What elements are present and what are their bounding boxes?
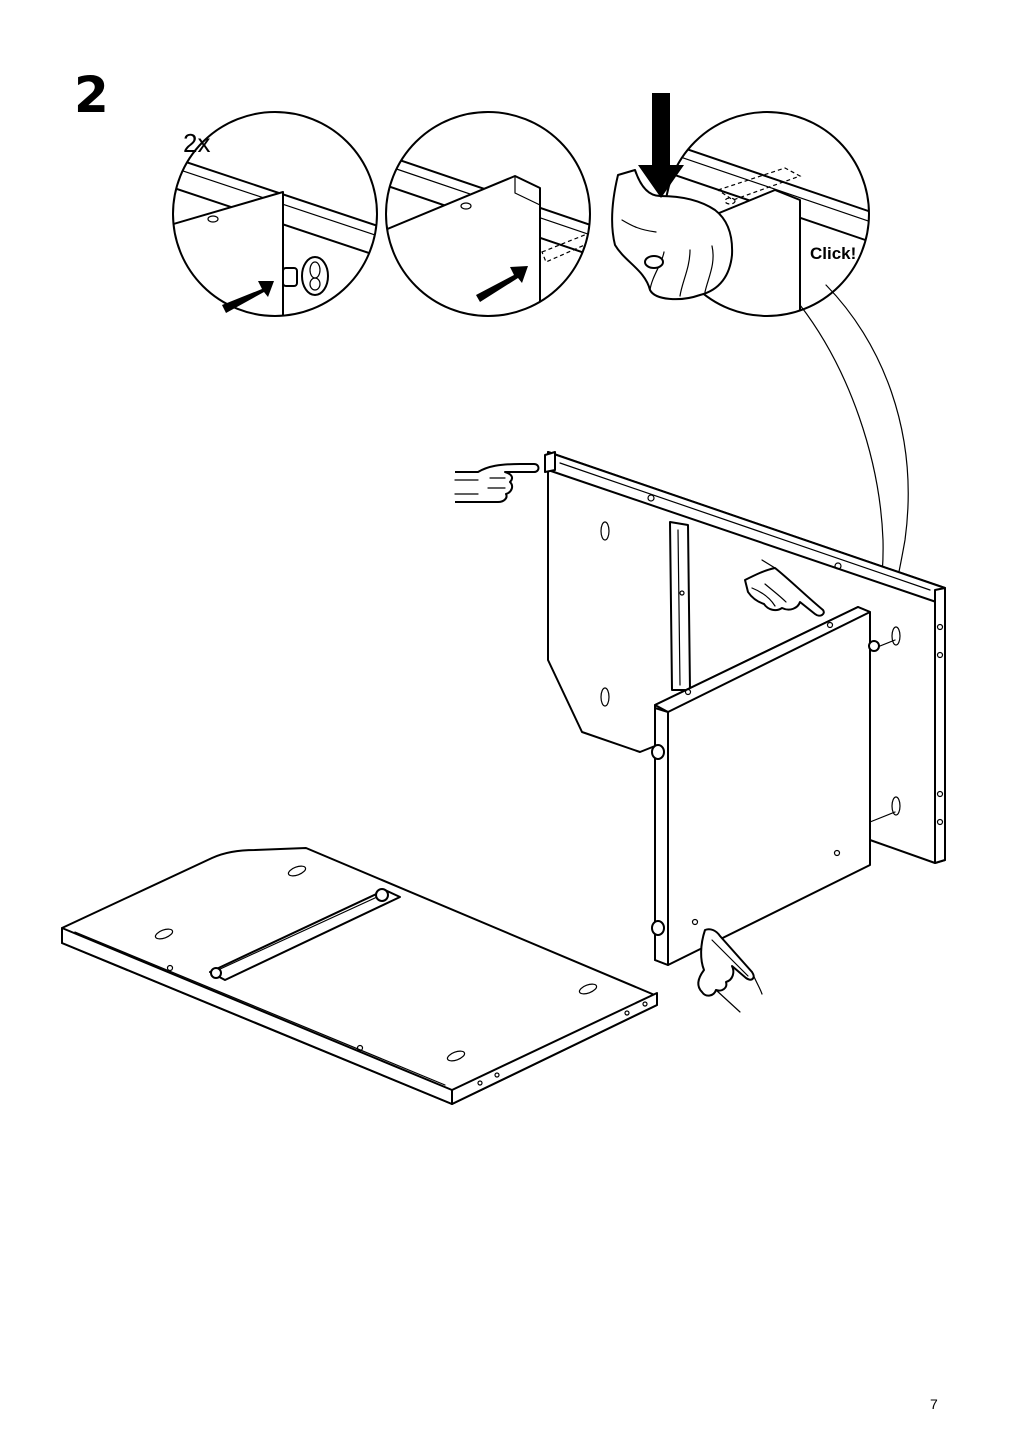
click-label: Click! (810, 244, 857, 263)
back-panel (544, 451, 946, 864)
bottom-panel (61, 847, 658, 1105)
step-number: 2 (74, 66, 109, 124)
detail-circle-insert-dowel (172, 111, 378, 317)
down-arrow-icon (638, 93, 684, 198)
quantity-label: 2x (183, 128, 211, 158)
detail-circle-slide-panel (385, 111, 591, 317)
push-arrow-icon (476, 266, 528, 302)
dowel-icon (282, 256, 329, 296)
hand-pressing-icon (611, 169, 734, 301)
push-arrow-icon (222, 281, 274, 313)
hand-pointing-icon (744, 559, 825, 617)
detail-circle-press-click (611, 93, 870, 317)
side-panel (651, 606, 880, 966)
page-number: 7 (930, 1396, 938, 1412)
hand-pointing-icon (697, 928, 763, 1013)
hand-pointing-icon (454, 463, 540, 503)
